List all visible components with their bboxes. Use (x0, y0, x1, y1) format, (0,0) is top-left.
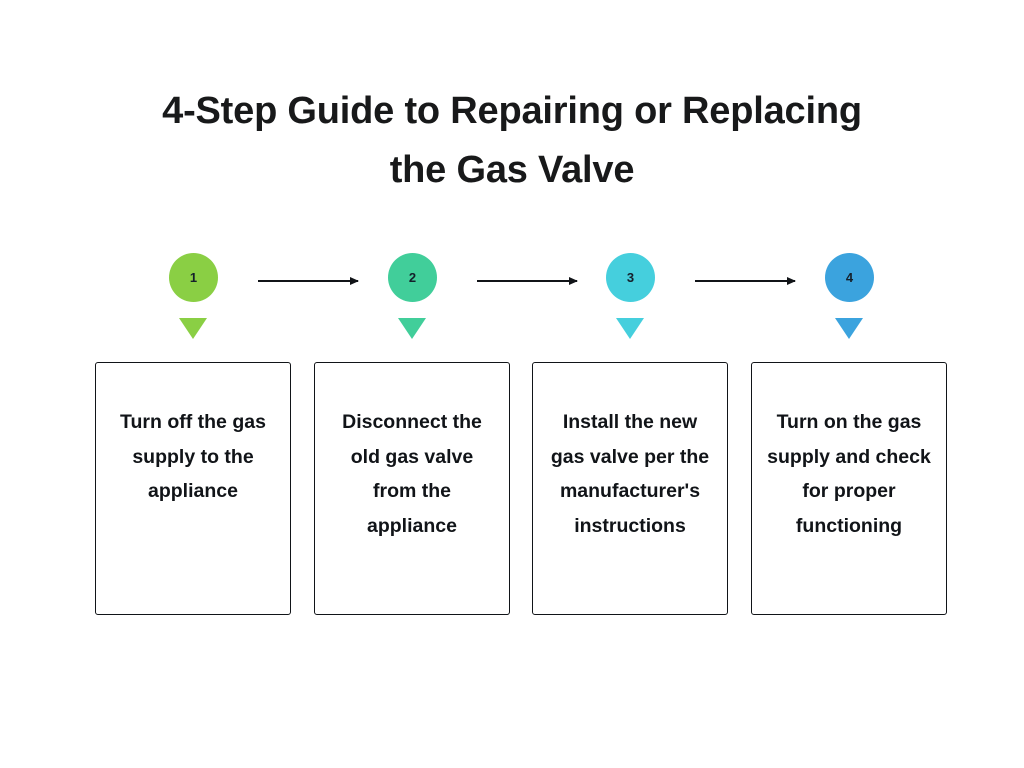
arrow-shaft (258, 280, 358, 282)
arrow-3-to-4-icon (695, 276, 796, 286)
step-box-1: Turn off the gas supply to the appliance (95, 362, 291, 615)
step-box-3: Install the new gas valve per the manufa… (532, 362, 728, 615)
step-number-1: 1 (189, 270, 198, 285)
triangle-pointer-4-icon (835, 318, 863, 339)
step-number-4: 4 (845, 270, 854, 285)
step-indicator-row: 1 2 3 4 (0, 253, 1024, 303)
step-circle-2[interactable]: 2 (388, 253, 437, 302)
arrow-head (350, 276, 359, 285)
step-text-3: Install the new gas valve per the manufa… (550, 411, 710, 538)
arrow-head (569, 276, 578, 285)
arrow-shaft (695, 280, 795, 282)
arrow-head (787, 276, 796, 285)
arrow-1-to-2-icon (258, 276, 359, 286)
step-box-4: Turn on the gas supply and check for pro… (751, 362, 947, 615)
page-title: 4-Step Guide to Repairing or Replacing t… (162, 90, 862, 191)
step-circle-3[interactable]: 3 (606, 253, 655, 302)
step-circle-4[interactable]: 4 (825, 253, 874, 302)
step-text-1: Turn off the gas supply to the appliance (120, 411, 266, 503)
triangle-pointer-1-icon (179, 318, 207, 339)
arrow-shaft (477, 280, 577, 282)
step-text-2: Disconnect the old gas valve from the ap… (342, 411, 482, 538)
triangle-pointer-3-icon (616, 318, 644, 339)
step-text-4: Turn on the gas supply and check for pro… (767, 411, 931, 538)
step-number-3: 3 (626, 270, 635, 285)
step-number-2: 2 (408, 270, 417, 285)
step-box-2: Disconnect the old gas valve from the ap… (314, 362, 510, 615)
arrow-2-to-3-icon (477, 276, 578, 286)
triangle-pointer-2-icon (398, 318, 426, 339)
step-circle-1[interactable]: 1 (169, 253, 218, 302)
